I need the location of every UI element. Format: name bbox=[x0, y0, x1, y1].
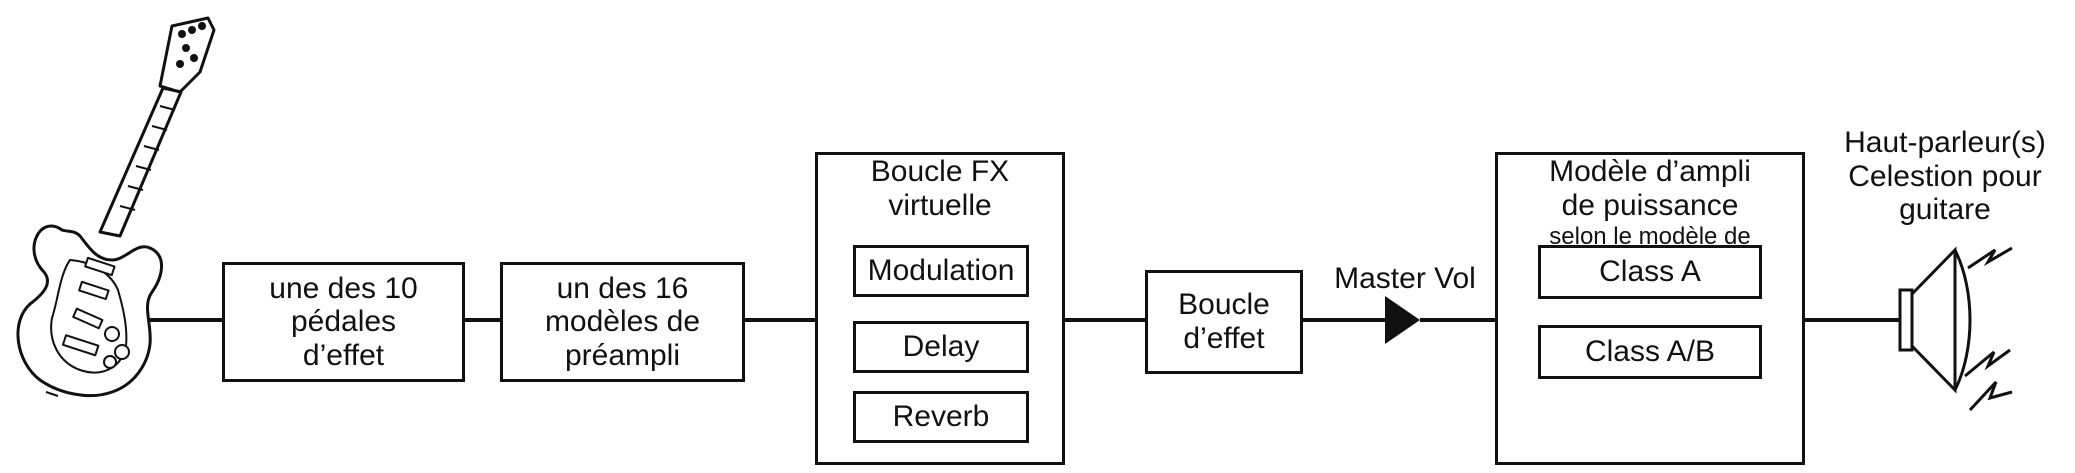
fx-reverb-label: Reverb bbox=[892, 400, 990, 433]
triangle-amp-icon bbox=[1385, 296, 1420, 344]
class-ab-label: Class A/B bbox=[1584, 335, 1716, 368]
master-vol-label: Master Vol bbox=[1334, 262, 1476, 295]
pedals-label: une des 10 pédales d’effet bbox=[269, 271, 418, 372]
class-a-label: Class A bbox=[1599, 255, 1701, 288]
fx-delay-label: Delay bbox=[902, 330, 980, 363]
effect-loop-box: Boucle d’effet bbox=[1145, 270, 1303, 374]
class-a: Class A bbox=[1538, 245, 1762, 299]
fx-loop-title: Boucle FX virtuelle bbox=[870, 155, 1010, 222]
power-amp-box: Modèle d’ampli de puissance Class A Clas… bbox=[1495, 152, 1805, 465]
fx-reverb: Reverb bbox=[853, 391, 1029, 443]
pedals-box: une des 10 pédales d’effet bbox=[222, 262, 465, 382]
sound-wave-icon bbox=[1964, 246, 2013, 412]
fx-modulation-label: Modulation bbox=[867, 254, 1015, 287]
fx-modulation: Modulation bbox=[853, 245, 1029, 297]
power-amp-title: Modèle d’ampli de puissance bbox=[1549, 155, 1751, 222]
preamp-label: un des 16 modèles de préampli bbox=[544, 271, 701, 372]
speaker-label: Haut-parleur(s) Celestion pour guitare bbox=[1844, 126, 2046, 227]
guitar-icon bbox=[16, 16, 216, 398]
fx-delay: Delay bbox=[853, 321, 1029, 373]
speaker-icon bbox=[1898, 246, 1972, 394]
preamp-box: un des 16 modèles de préampli bbox=[500, 262, 745, 382]
virtual-fx-loop-box: Boucle FX virtuelle Modulation Delay Rev… bbox=[815, 152, 1065, 465]
effect-loop-label: Boucle d’effet bbox=[1178, 288, 1270, 355]
class-ab: Class A/B bbox=[1538, 325, 1762, 379]
